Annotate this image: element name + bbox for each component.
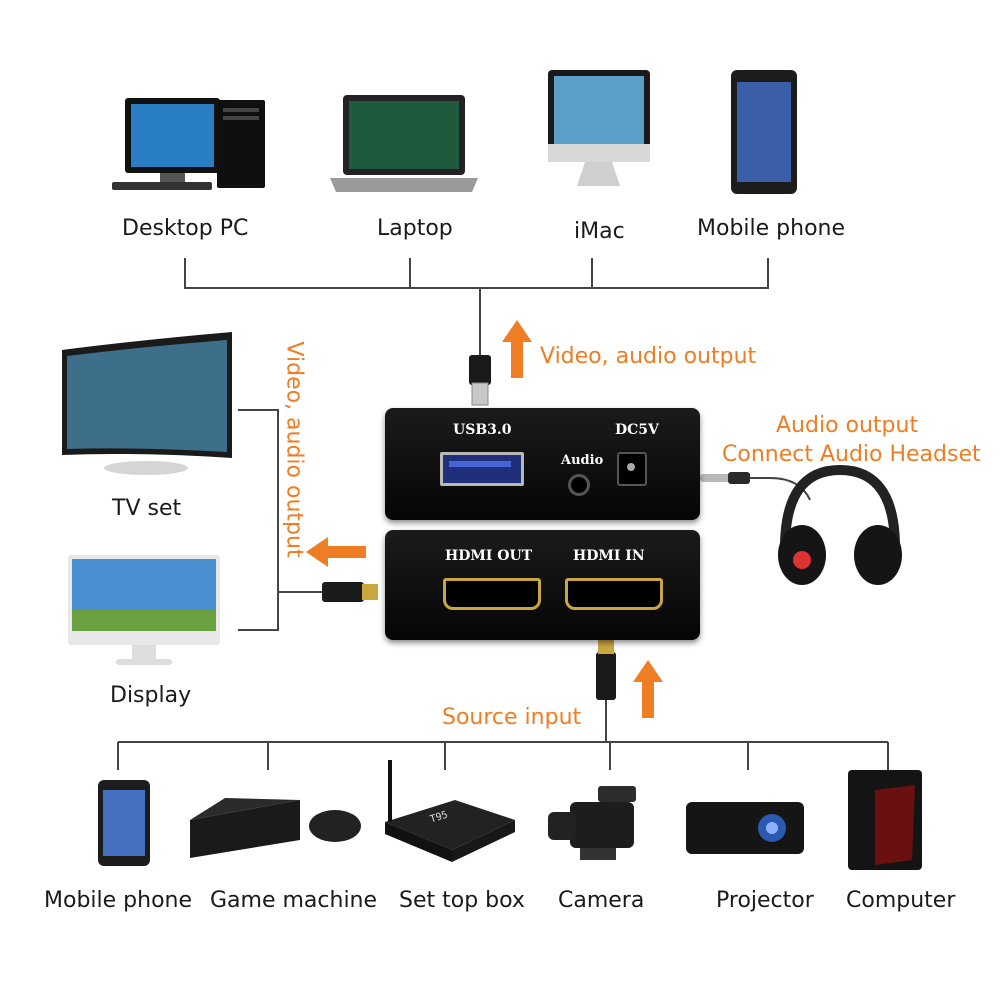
audio-port-label: Audio bbox=[561, 453, 604, 468]
mobile-phone-bottom-icon bbox=[98, 780, 150, 866]
label-display: Display bbox=[110, 683, 192, 708]
arrow-up-top bbox=[502, 320, 532, 378]
label-mobile-phone-top: Mobile phone bbox=[697, 216, 846, 241]
headset-cable bbox=[705, 477, 811, 501]
label-imac: iMac bbox=[574, 219, 625, 244]
audio-jack-port[interactable] bbox=[568, 474, 590, 496]
arrow-left bbox=[306, 537, 366, 567]
label-desktop-pc: Desktop PC bbox=[122, 216, 249, 241]
annotation-connect-headset: Connect Audio Headset bbox=[722, 442, 981, 467]
label-tv-set: TV set bbox=[112, 496, 182, 521]
capture-device-bottom-panel: HDMI OUT HDMI IN bbox=[385, 530, 700, 640]
laptop-icon bbox=[330, 95, 478, 192]
annotation-video-audio-output-left: Video, audio output bbox=[281, 341, 307, 558]
label-mobile-phone-bottom: Mobile phone bbox=[44, 888, 193, 913]
usb-plug-icon bbox=[469, 355, 491, 406]
projector-icon bbox=[686, 802, 804, 854]
audio-jack-icon bbox=[700, 472, 750, 484]
label-camera: Camera bbox=[558, 888, 645, 913]
set-top-box-icon bbox=[385, 760, 515, 862]
imac-icon bbox=[548, 70, 650, 186]
tv-set-icon bbox=[62, 332, 232, 475]
hdmi-out-label: HDMI OUT bbox=[445, 548, 533, 564]
mobile-phone-top-icon bbox=[731, 70, 797, 194]
label-computer: Computer bbox=[846, 888, 956, 913]
dc-port-label: DC5V bbox=[615, 422, 659, 438]
left-bus-line bbox=[238, 409, 330, 631]
label-game-machine: Game machine bbox=[210, 888, 378, 913]
hdmi-in-port[interactable] bbox=[565, 578, 663, 610]
dc-power-port[interactable] bbox=[617, 452, 647, 486]
top-bus-line bbox=[184, 258, 769, 355]
game-machine-icon bbox=[190, 798, 361, 858]
usb-port[interactable] bbox=[440, 452, 524, 486]
headset-icon bbox=[778, 464, 902, 585]
label-projector: Projector bbox=[716, 888, 814, 913]
bottom-bus-line bbox=[117, 700, 889, 770]
camera-icon bbox=[548, 786, 636, 860]
desktop-pc-icon bbox=[112, 98, 265, 190]
arrow-up-bottom bbox=[633, 660, 663, 718]
label-laptop: Laptop bbox=[377, 216, 453, 241]
annotation-video-audio-output-top: Video, audio output bbox=[540, 344, 757, 369]
computer-icon bbox=[848, 770, 922, 870]
usb-port-label: USB3.0 bbox=[453, 422, 512, 438]
hdmi-plug-left-icon bbox=[322, 582, 378, 602]
hdmi-out-port[interactable] bbox=[443, 578, 541, 610]
capture-device-top-panel: USB3.0 DC5V Audio bbox=[385, 408, 700, 520]
label-set-top-box: Set top box bbox=[399, 888, 525, 913]
hdmi-plug-bottom-icon bbox=[596, 640, 616, 700]
display-icon bbox=[68, 555, 220, 665]
annotation-audio-output: Audio output bbox=[776, 413, 919, 438]
hdmi-in-label: HDMI IN bbox=[573, 548, 645, 564]
annotation-source-input: Source input bbox=[442, 705, 582, 730]
